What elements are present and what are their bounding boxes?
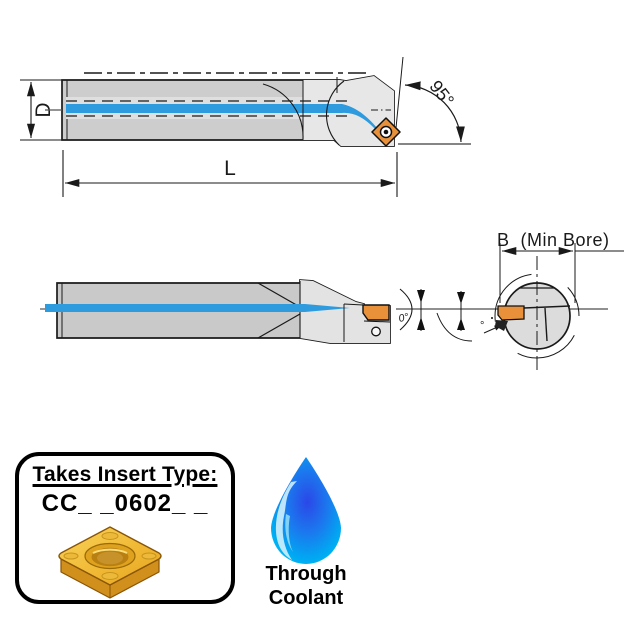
ccmt-insert-image: [58, 526, 162, 599]
coolant-channel-side: [66, 104, 384, 138]
through-coolant-label: Through Coolant: [246, 562, 366, 610]
coolant-line1: Through: [265, 563, 347, 585]
insert-type-heading: Takes Insert Type:: [32, 463, 218, 486]
rake-angle-label: 0°: [398, 311, 410, 325]
cutting-insert-plan: [362, 304, 390, 321]
length-label: L: [224, 157, 236, 180]
cutting-insert-end: [497, 305, 525, 321]
dimension-min-bore: B (Min Bore): [497, 230, 624, 303]
bar-head-plan: [300, 280, 390, 343]
dimension-D: D: [20, 79, 64, 141]
end-view-drawing: B (Min Bore): [494, 230, 624, 372]
lead-angle-label: 95°: [426, 76, 459, 110]
phantom-arc-a: [399, 288, 425, 331]
insert-pocket-shadow: [495, 320, 508, 331]
clamp-screw: [371, 326, 381, 337]
drop-highlight: [275, 481, 297, 560]
side-view-drawing: 95° D L: [20, 56, 471, 197]
water-drop-icon: [271, 457, 341, 564]
diameter-label: D: [32, 102, 55, 117]
min-bore-label: B (Min Bore): [497, 230, 610, 250]
coolant-channel-plan: [45, 304, 350, 312]
cutting-insert-side: [371, 117, 401, 147]
lead-angle-annotation: 95°: [395, 56, 471, 145]
svg-text:°: °: [480, 320, 484, 332]
boring-bar-technical-drawing: 95° D L: [20, 56, 624, 372]
coolant-line2: Coolant: [268, 587, 344, 609]
plan-view-drawing: 0° °: [40, 279, 608, 344]
phantom-arc-b: [436, 291, 473, 342]
dimension-L: L: [62, 150, 398, 197]
insert-code: CC_ _0602_ _: [41, 490, 209, 517]
